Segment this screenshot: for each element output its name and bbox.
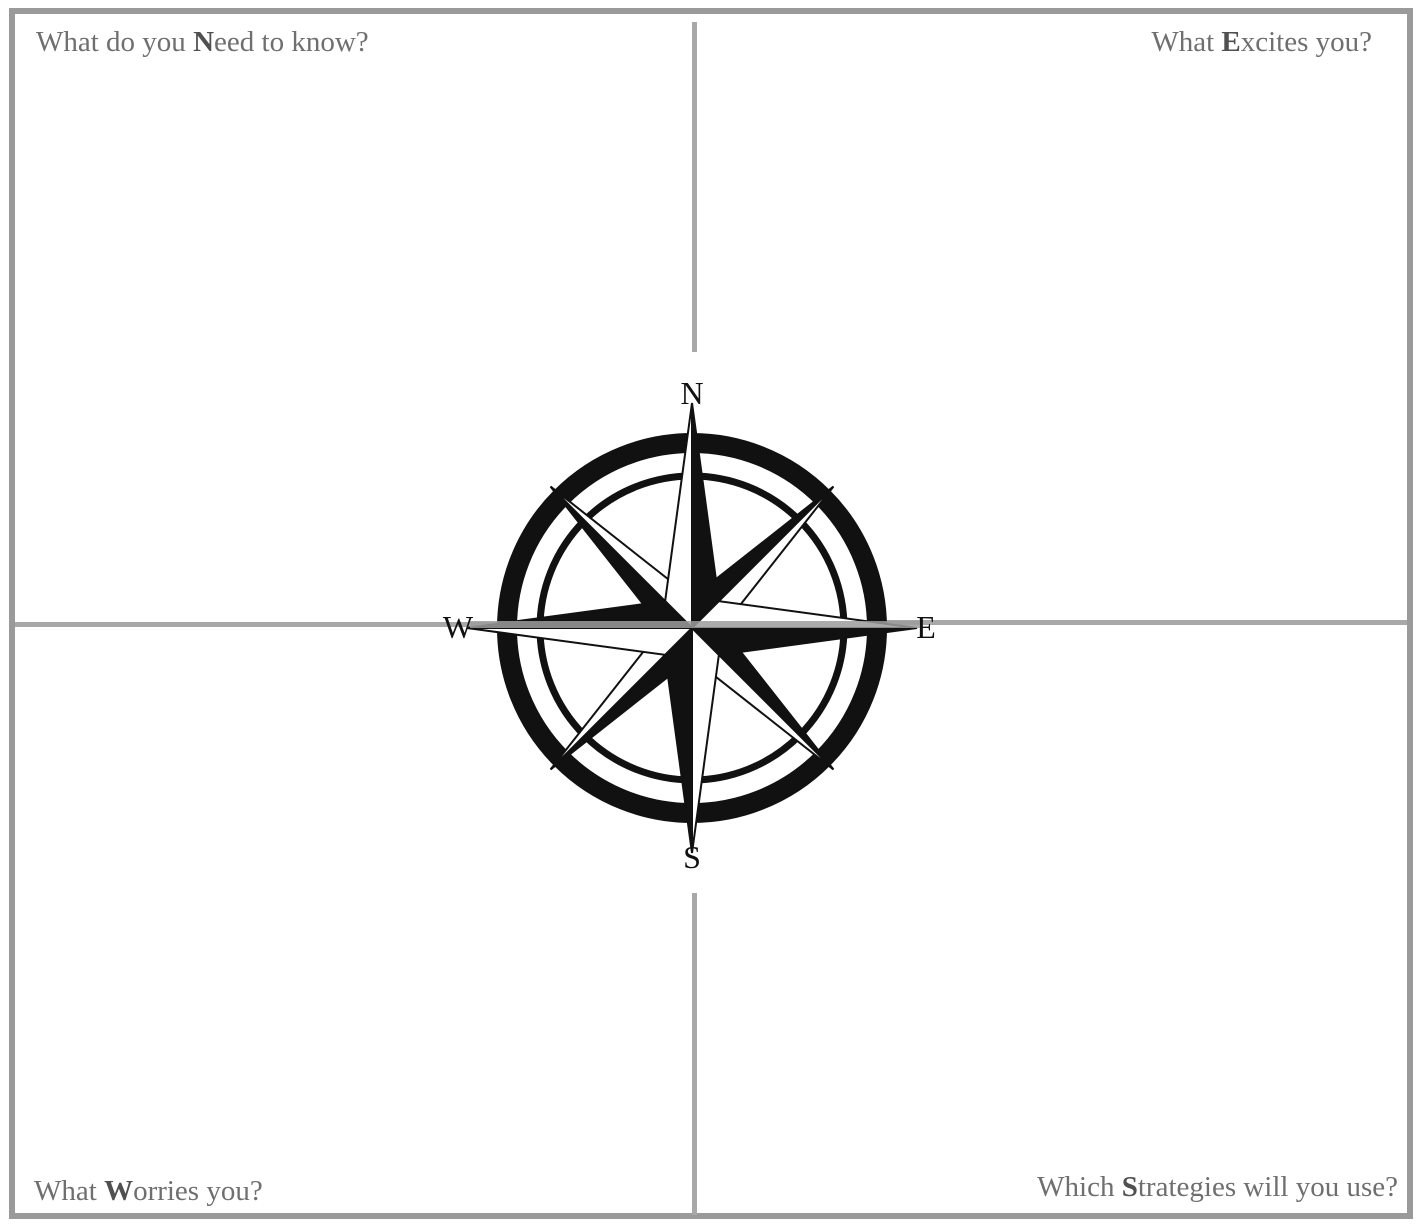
quadrant-label-worries: What Worries you? — [34, 1177, 263, 1206]
horizontal-divider-left — [15, 622, 500, 627]
vertical-divider-top — [692, 22, 697, 352]
label-rest: eed to know? — [214, 26, 369, 58]
label-prefix: What — [34, 1175, 104, 1207]
horizontal-divider-center — [470, 621, 920, 628]
compass-star — [467, 403, 917, 853]
label-key-letter: E — [1221, 26, 1240, 58]
compass-north-label: N — [680, 375, 703, 411]
label-rest: trategies will you use? — [1138, 1171, 1398, 1203]
label-prefix: Which — [1037, 1171, 1122, 1203]
quadrant-label-strategies: Which Strategies will you use? — [1037, 1173, 1398, 1202]
compass-rose-icon: N E S W — [430, 360, 950, 880]
quadrant-label-excites: What Excites you? — [1151, 28, 1372, 57]
label-prefix: What do you — [36, 26, 193, 58]
label-rest: orries you? — [133, 1175, 263, 1207]
label-prefix: What — [1151, 26, 1221, 58]
label-key-letter: W — [104, 1175, 133, 1207]
compass-south-label: S — [683, 839, 701, 875]
vertical-divider-bottom — [692, 893, 697, 1215]
label-rest: xcites you? — [1241, 26, 1372, 58]
label-key-letter: S — [1122, 1171, 1138, 1203]
horizontal-divider-right — [885, 620, 1407, 625]
label-key-letter: N — [193, 26, 214, 58]
quadrant-label-need: What do you Need to know? — [36, 28, 369, 57]
